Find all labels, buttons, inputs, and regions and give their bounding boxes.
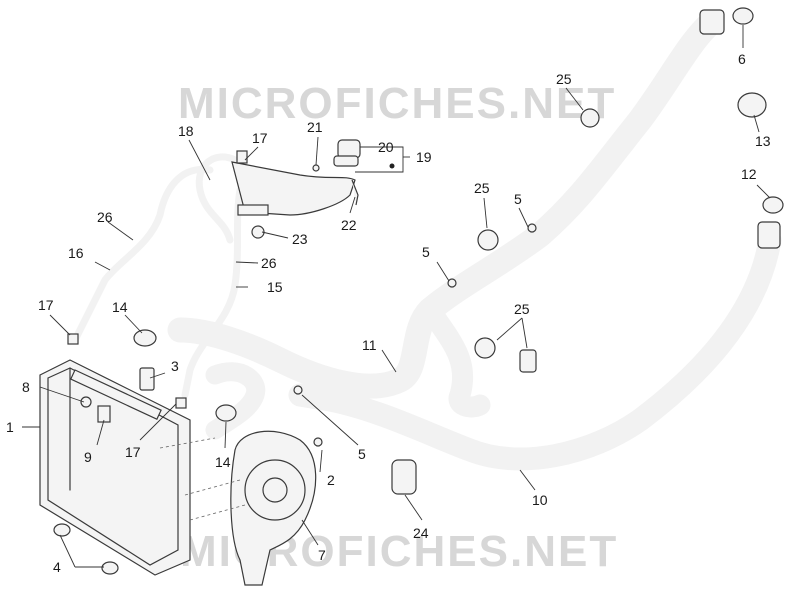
- fitting-17: [236, 150, 248, 164]
- callout-5-middle: 5: [422, 244, 430, 260]
- callout-5-top: 5: [514, 191, 522, 207]
- hose-18: [195, 153, 239, 244]
- nut-9: [97, 405, 111, 423]
- dot-19: [389, 163, 395, 169]
- mount-4b: [101, 561, 119, 575]
- callout-10: 10: [532, 492, 548, 508]
- radiator: [39, 359, 191, 576]
- callout-15: 15: [267, 279, 283, 295]
- callout-14-top: 14: [112, 299, 128, 315]
- callout-17-lower: 17: [125, 444, 141, 460]
- callout-17-left: 17: [38, 297, 54, 313]
- screw-8: [80, 396, 92, 408]
- callout-9: 9: [84, 449, 92, 465]
- clamp-12: [762, 196, 784, 214]
- hose-10: [288, 221, 782, 471]
- expansion-tank: [231, 161, 356, 216]
- fitting-17b: [67, 333, 79, 345]
- callout-4: 4: [53, 559, 61, 575]
- mount-4a: [53, 523, 71, 537]
- clamp-13: [737, 92, 767, 118]
- hose-11: [167, 9, 725, 418]
- expansion-cap: [333, 139, 361, 167]
- callout-18: 18: [178, 123, 194, 139]
- callout-26-right: 26: [261, 255, 277, 271]
- callout-21: 21: [307, 119, 323, 135]
- callout-22: 22: [341, 217, 357, 233]
- clamp-6: [732, 7, 754, 25]
- callout-5-bottom: 5: [358, 446, 366, 462]
- callout-16: 16: [68, 245, 84, 261]
- callout-6: 6: [738, 51, 746, 67]
- callout-17-top: 17: [252, 130, 268, 146]
- callout-13: 13: [755, 133, 771, 149]
- callout-19: 19: [416, 149, 432, 165]
- callout-26-left: 26: [97, 209, 113, 225]
- callout-12: 12: [741, 166, 757, 182]
- clamp-14b: [215, 404, 237, 422]
- callout-7: 7: [318, 547, 326, 563]
- hose-15: [181, 186, 244, 399]
- clamps-25: [474, 108, 600, 373]
- screw-21: [312, 164, 320, 172]
- callout-14-bottom: 14: [215, 454, 231, 470]
- hose-16: [71, 165, 214, 344]
- callout-24: 24: [413, 525, 429, 541]
- callout-25-middle: 25: [474, 180, 490, 196]
- callout-8: 8: [22, 379, 30, 395]
- callout-3: 3: [171, 358, 179, 374]
- clip-22: [351, 179, 359, 206]
- clips-5: [293, 223, 537, 395]
- cooling-fan: [230, 430, 317, 586]
- callout-23: 23: [292, 231, 308, 247]
- callout-2: 2: [327, 472, 335, 488]
- hose-11-end: [699, 9, 725, 35]
- watermark-top: MICROFICHES.NET: [178, 79, 616, 128]
- callout-labels: 1 2 3 4 5 5 5 6 7 8 9 10 11 12 13 14 14 …: [6, 51, 771, 575]
- callout-11: 11: [362, 337, 377, 353]
- clamp-24: [391, 459, 417, 495]
- hose-10-end: [757, 221, 781, 249]
- callout-1: 1: [6, 419, 14, 435]
- bracket-3: [139, 367, 155, 391]
- callout-20: 20: [378, 139, 394, 155]
- hose-lower-left: [205, 362, 266, 440]
- tank-bracket: [237, 204, 269, 216]
- leader-lines: [22, 25, 771, 568]
- callout-25-top: 25: [556, 71, 572, 87]
- fitting-17c: [175, 397, 187, 409]
- clamp-14a: [133, 329, 157, 347]
- screw-2: [313, 437, 323, 447]
- callout-25-lower: 25: [514, 301, 530, 317]
